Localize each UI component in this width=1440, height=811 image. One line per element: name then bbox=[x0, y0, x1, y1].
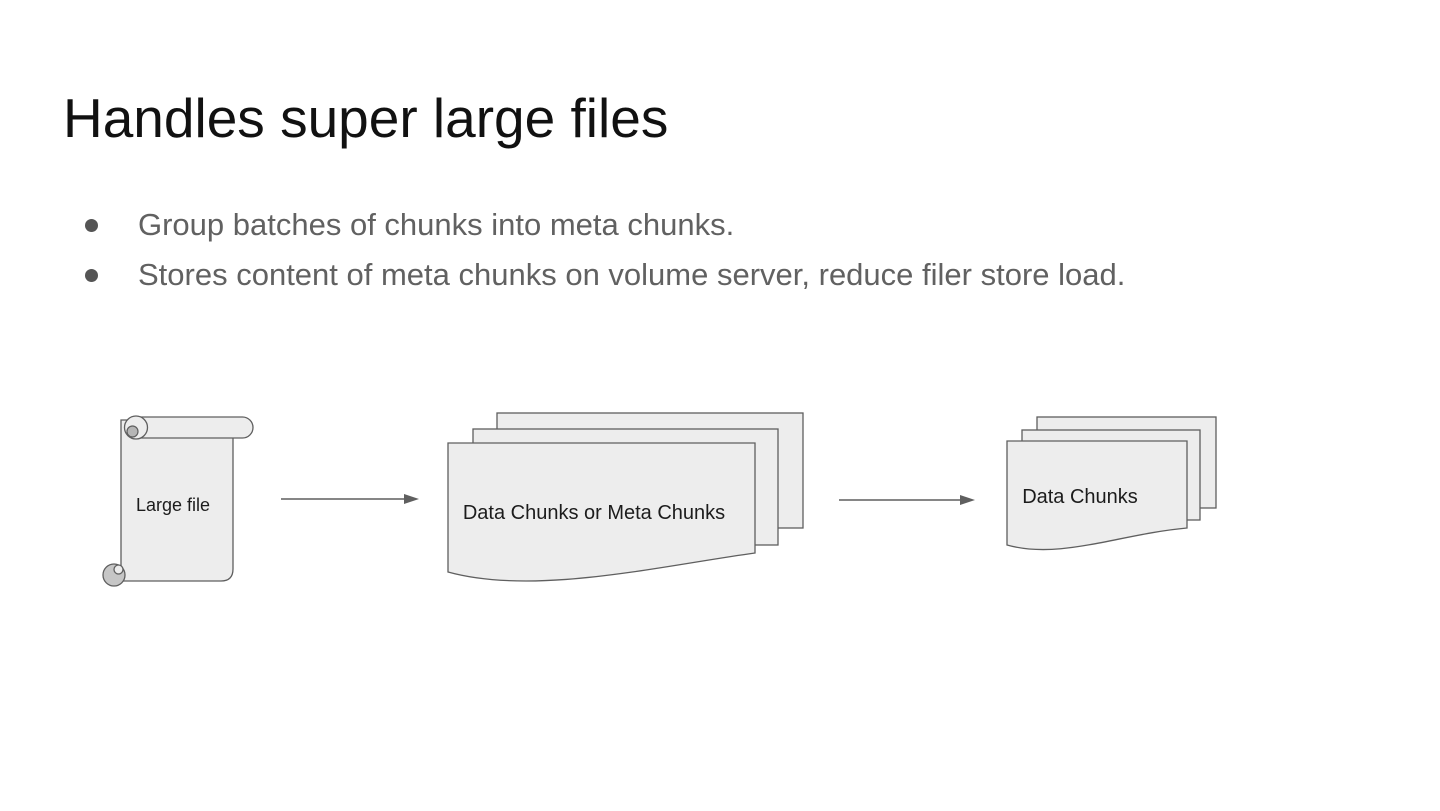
scroll-top-roll bbox=[135, 416, 254, 439]
scroll-top-curl-inner bbox=[126, 425, 139, 438]
bullet-text: Stores content of meta chunks on volume … bbox=[138, 257, 1126, 292]
data-chunks-label: Data Chunks bbox=[1022, 486, 1138, 508]
meta-chunks-label: Data Chunks or Meta Chunks bbox=[463, 502, 725, 524]
document-front bbox=[1006, 440, 1188, 551]
bullet-marker-icon bbox=[85, 218, 98, 232]
scroll-body bbox=[120, 419, 234, 582]
arrow-head-icon bbox=[960, 495, 975, 505]
meta-chunks-stack-shape: Data Chunks or Meta Chunks bbox=[447, 412, 804, 582]
arrow-head-icon bbox=[404, 494, 419, 504]
large-file-scroll-shape: Large file bbox=[102, 415, 254, 587]
document-front bbox=[447, 442, 756, 582]
large-file-label: Large file bbox=[136, 495, 210, 515]
bullet-item: Stores content of meta chunks on volume … bbox=[85, 250, 1125, 300]
arrow-meta-chunks-to-data-chunks bbox=[839, 495, 975, 505]
data-chunks-stack-shape: Data Chunks bbox=[1006, 416, 1217, 551]
arrow-large-file-to-meta-chunks bbox=[281, 494, 419, 504]
bullet-item: Group batches of chunks into meta chunks… bbox=[85, 200, 1125, 250]
bullet-text: Group batches of chunks into meta chunks… bbox=[138, 207, 735, 242]
bullet-list: Group batches of chunks into meta chunks… bbox=[85, 200, 1125, 300]
scroll-bottom-curl-notch bbox=[113, 564, 124, 575]
slide-title: Handles super large files bbox=[63, 87, 669, 149]
bullet-marker-icon bbox=[85, 268, 98, 282]
